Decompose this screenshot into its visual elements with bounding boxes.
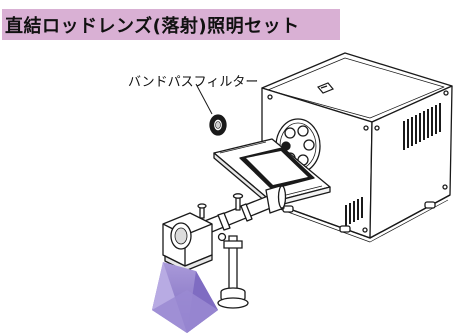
support-stand (217, 235, 249, 309)
vent-grille-upper (403, 103, 441, 150)
filter-tray (213, 138, 331, 208)
bandpass-filter-label: バンドパスフィルター (128, 75, 259, 90)
page-title: 直結ロッドレンズ(落射)照明セット (5, 15, 300, 37)
power-switch (317, 82, 334, 94)
lens-head (162, 212, 213, 272)
light-cone (152, 262, 218, 333)
bandpass-filter-ring (209, 114, 227, 136)
title-bar: 直結ロッドレンズ(落射)照明セット (2, 9, 340, 40)
vent-grille-lower (345, 197, 363, 226)
callout-leader-line (195, 83, 213, 115)
